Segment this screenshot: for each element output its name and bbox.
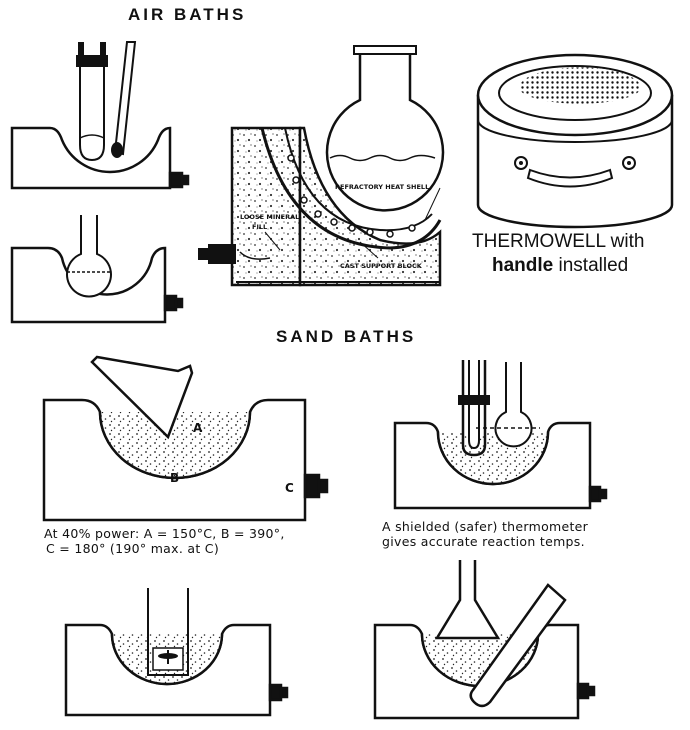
zone-b-label: B — [170, 471, 179, 485]
thermowell-image — [476, 53, 674, 229]
thermowell-caption-line2: handle installed — [472, 254, 644, 278]
air-bath-with-flask — [10, 215, 184, 324]
sand-baths-heading: SAND BATHS — [276, 327, 417, 346]
refractory-label: REFRACTORY HEAT SHELL — [335, 183, 429, 191]
shielded-caption: A shielded (safer) thermometer gives acc… — [382, 519, 588, 549]
loose-fill-label-2: FILL — [252, 223, 267, 231]
power-caption: At 40% power: A = 150°C, B = 390°, C = 1… — [44, 526, 285, 556]
heating-mantle-cutaway — [198, 45, 445, 287]
power-caption-line2: C = 180° (190° max. at C) — [46, 541, 220, 556]
zone-a-label: A — [193, 421, 203, 435]
thermowell-installed-word: installed — [553, 255, 629, 276]
power-caption-line1: At 40% power: A = 150°C, B = 390°, — [44, 526, 285, 541]
sand-bath-with-erlenmeyer — [373, 560, 596, 720]
zone-c-label: C — [285, 481, 294, 495]
loose-fill-label: LOOSE MINERAL — [240, 213, 299, 221]
sand-bath-with-tube — [64, 588, 289, 717]
shielded-caption-line2: gives accurate reaction temps. — [382, 534, 585, 549]
sand-bath-zones — [42, 355, 329, 522]
thermowell-caption-line1: THERMOWELL with — [472, 231, 645, 252]
shielded-caption-line1: A shielded (safer) thermometer — [382, 519, 589, 534]
thermowell-caption: THERMOWELL with handle installed — [472, 230, 644, 278]
air-bath-with-tube — [10, 41, 190, 190]
air-baths-heading: AIR BATHS — [128, 5, 247, 24]
thermowell-handle-word: handle — [492, 255, 554, 276]
sand-bath-shielded-thermometer — [393, 360, 608, 510]
cast-block-label: CAST SUPPORT BLOCK — [340, 262, 423, 270]
